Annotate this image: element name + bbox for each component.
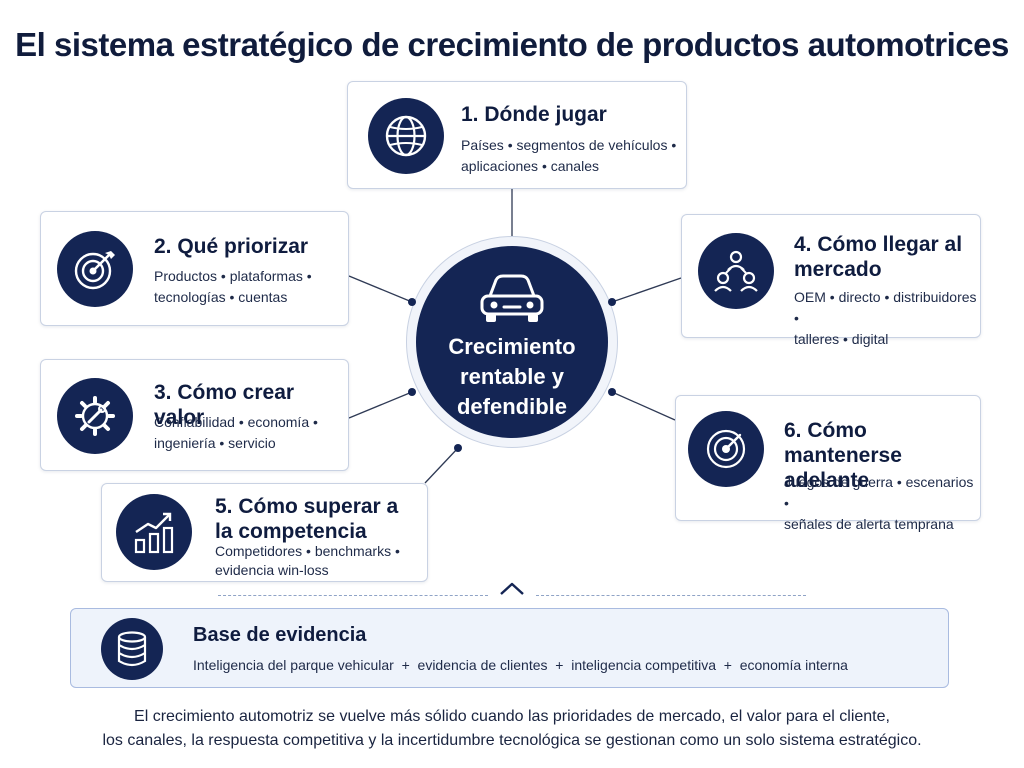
connector-dot bbox=[408, 298, 416, 306]
card-stay-ahead: 6. Cómo mantenerse adelante Juegos de gu… bbox=[675, 395, 981, 532]
footer-line: los canales, la respuesta competitiva y … bbox=[102, 732, 922, 749]
evidence-title: Base de evidencia bbox=[193, 624, 367, 646]
evidence-text: Inteligencia del parque vehicular + evid… bbox=[193, 657, 848, 673]
card-text-line: Países • segmentos de vehículos • bbox=[461, 137, 677, 153]
card-go-to-market: 4. Cómo llegar al mercado OEM • directo … bbox=[681, 214, 981, 347]
diagram-title: El sistema estratégico de crecimiento de… bbox=[15, 26, 1009, 63]
card-text-line: evidencia win-loss bbox=[215, 562, 329, 578]
car-icon bbox=[480, 274, 544, 322]
card-text: OEM • directo • distribuidores • tallere… bbox=[794, 287, 980, 350]
card-title-line: 2. Qué priorizar bbox=[154, 235, 309, 258]
connector-dot bbox=[608, 388, 616, 396]
connector-line-3 bbox=[348, 391, 413, 419]
card-title-line: 1. Dónde jugar bbox=[461, 103, 607, 126]
connector-line-2 bbox=[348, 275, 413, 303]
card-title: 2. Qué priorizar bbox=[154, 234, 308, 259]
connector-line-6 bbox=[611, 391, 676, 421]
evidence-base-panel: Base de evidencia Inteligencia del parqu… bbox=[70, 608, 949, 688]
card-text-line: aplicaciones • canales bbox=[461, 158, 599, 174]
card-text-line: OEM • directo • distribuidores • bbox=[794, 289, 977, 326]
hub-label: Crecimiento rentable y defendible bbox=[426, 332, 598, 422]
card-title: 6. Cómo mantenerse adelante bbox=[784, 418, 980, 493]
bar-chart-growth-icon bbox=[116, 494, 192, 570]
hub-label-line: defendible bbox=[456, 394, 567, 419]
footer-caption: El crecimiento automotriz se vuelve más … bbox=[0, 705, 1024, 753]
card-how-to-create-value: 3. Cómo crear valor Confiabilidad • econ… bbox=[40, 359, 349, 471]
hub-circle: Crecimiento rentable y defendible bbox=[416, 246, 608, 438]
card-text-line: Juegos de guerra • escenarios • bbox=[784, 474, 974, 511]
card-text: Confiabilidad • economía • ingeniería • … bbox=[154, 412, 318, 454]
hub-label-line: rentable y bbox=[460, 364, 564, 389]
globe-icon bbox=[368, 98, 444, 174]
connector-line-5 bbox=[424, 447, 459, 484]
card-text: Juegos de guerra • escenarios • señales … bbox=[784, 472, 980, 535]
hub-label-line: Crecimiento bbox=[448, 334, 576, 359]
card-title-line: la competencia bbox=[215, 520, 367, 543]
radar-icon bbox=[688, 411, 764, 487]
card-text-line: Productos • plataformas • bbox=[154, 268, 312, 284]
card-title: 5. Cómo superar a la competencia bbox=[215, 494, 398, 544]
card-title-line: adelante bbox=[784, 469, 870, 492]
connector-dot bbox=[608, 298, 616, 306]
card-beat-competition: 5. Cómo superar a la competencia Competi… bbox=[101, 483, 428, 582]
card-text-line: tecnologías • cuentas bbox=[154, 289, 288, 305]
target-icon bbox=[57, 231, 133, 307]
card-title-line: mercado bbox=[794, 258, 882, 281]
card-title-line: 6. Cómo mantenerse bbox=[784, 419, 902, 467]
dashed-divider-right bbox=[536, 595, 806, 596]
connector-line-4 bbox=[611, 277, 682, 303]
card-title-line: 3. Cómo crear valor bbox=[154, 381, 295, 429]
card-title: 4. Cómo llegar al mercado bbox=[794, 232, 962, 282]
card-text-line: talleres • digital bbox=[794, 331, 889, 347]
card-title-line: 4. Cómo llegar al bbox=[794, 233, 963, 256]
card-where-to-play: 1. Dónde jugar Países • segmentos de veh… bbox=[347, 81, 687, 189]
footer-line: El crecimiento automotriz se vuelve más … bbox=[134, 708, 890, 725]
card-text: Productos • plataformas • tecnologías • … bbox=[154, 266, 312, 308]
card-text-line: ingeniería • servicio bbox=[154, 435, 276, 451]
card-title: 1. Dónde jugar bbox=[461, 102, 607, 127]
card-text: Países • segmentos de vehículos • aplica… bbox=[461, 135, 676, 177]
dashed-divider-left bbox=[218, 595, 488, 596]
card-text: Competidores • benchmarks • evidencia wi… bbox=[215, 542, 400, 580]
connector-dot bbox=[408, 388, 416, 396]
gear-wrench-icon bbox=[57, 378, 133, 454]
card-text-line: señales de alerta temprana bbox=[784, 516, 954, 532]
database-icon bbox=[101, 618, 163, 680]
card-text-line: Confiabilidad • economía • bbox=[154, 414, 318, 430]
card-title-line: 5. Cómo superar a bbox=[215, 495, 399, 518]
connector-dot bbox=[454, 444, 462, 452]
network-people-icon bbox=[698, 233, 774, 309]
card-text-line: Competidores • benchmarks • bbox=[215, 543, 400, 559]
card-what-to-prioritize: 2. Qué priorizar Productos • plataformas… bbox=[40, 211, 349, 326]
card-title: 3. Cómo crear valor bbox=[154, 380, 348, 430]
chevron-up-icon bbox=[500, 582, 524, 595]
